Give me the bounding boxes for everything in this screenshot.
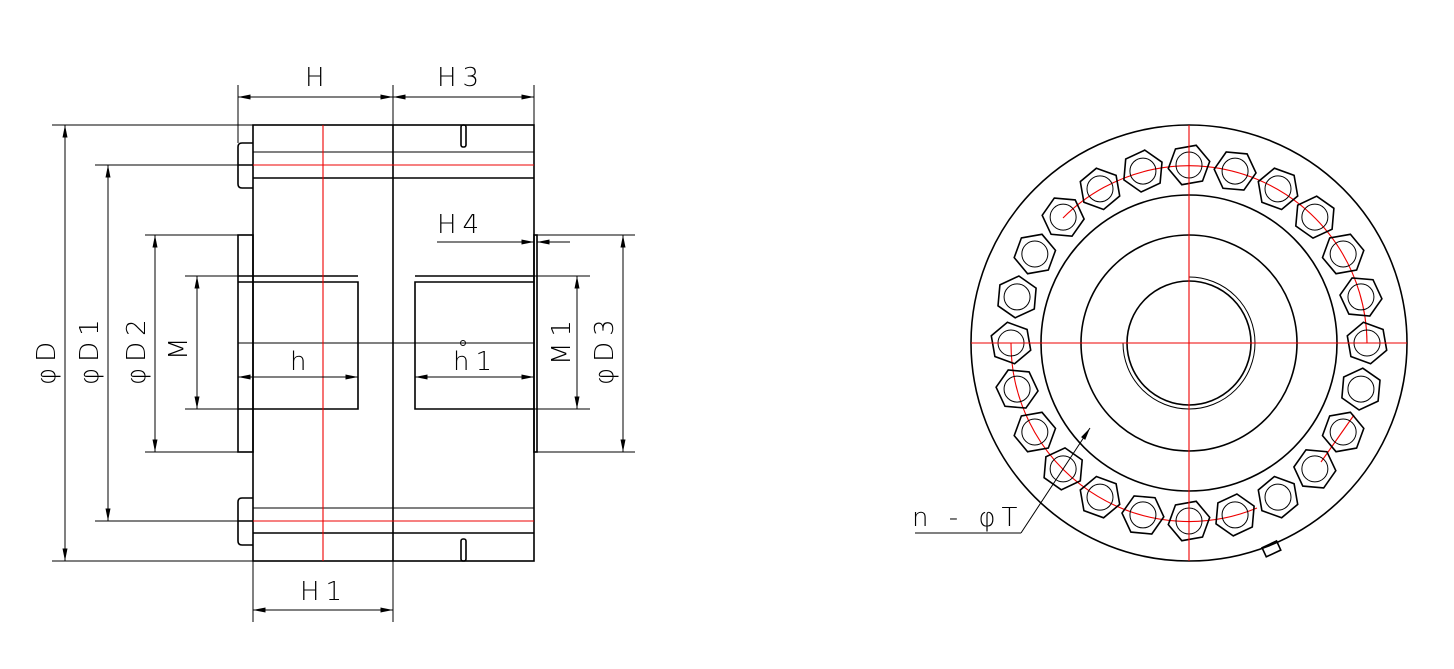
bolt-hex-nut [995, 369, 1039, 409]
hex-icon [1043, 446, 1084, 491]
bolt-hex-nut [1013, 411, 1057, 453]
bolt-hex-nut [1257, 167, 1299, 211]
hex-icon [1346, 321, 1388, 365]
hex-icon [1215, 493, 1255, 537]
bolt-head-top [237, 142, 253, 189]
hex-icon [1041, 197, 1086, 238]
hex-icon [1292, 448, 1337, 489]
bolt-hole [1021, 418, 1049, 446]
bolt-hole [1086, 175, 1114, 203]
hex-icon [1339, 277, 1383, 317]
hex-icon [995, 369, 1039, 409]
dim-h1: h1 [453, 347, 498, 377]
dim-M: M [164, 332, 194, 360]
dim-n-phiT: n - φT [912, 503, 1023, 533]
hex-icon [1167, 500, 1211, 542]
hex-icon [1167, 144, 1211, 186]
hex-icon [1079, 475, 1121, 519]
bolt-hole [1301, 203, 1329, 231]
pin-bottom [460, 538, 467, 562]
bolt-hole [1221, 157, 1249, 185]
dim-phiD1: φD1 [75, 313, 105, 385]
bolt-hex-nut [997, 275, 1037, 319]
pin-top [460, 124, 467, 148]
bolt-hole [1049, 455, 1077, 483]
bolt-hex-nut [1079, 167, 1121, 211]
bolt-hex-nut [1341, 367, 1381, 411]
bolt-hole [1264, 483, 1292, 511]
side-view: H H3 H4 H1 h h1 φD φD1 φD2 M M1 φD3 [32, 63, 635, 622]
hex-icon [1321, 411, 1365, 453]
pin [1260, 539, 1282, 558]
bolt-hole [1301, 455, 1329, 483]
bolt-hole [1347, 375, 1375, 403]
bolt-hole [1049, 203, 1077, 231]
pcd-arc-top [1062, 165, 1368, 344]
hex-icon [1123, 149, 1163, 193]
bolt-ring [990, 144, 1388, 542]
bolt-hex-nut [1339, 277, 1383, 317]
bolt-hole [1264, 175, 1292, 203]
bolt-hex-nut [1123, 149, 1163, 193]
bolt-hex-nut [1292, 448, 1337, 489]
bolt-hex-nut [1121, 495, 1165, 535]
bolt-hole [1129, 501, 1157, 529]
bolt-hole [1129, 157, 1157, 185]
bolt-hole [1003, 283, 1031, 311]
dim-H4: H4 [437, 210, 485, 240]
hex-icon [1079, 167, 1121, 211]
hex-icon [997, 275, 1037, 319]
bolt-hex-nut [1041, 197, 1086, 238]
bolt-head-bottom [237, 497, 253, 546]
bolt-hex-nut [1079, 475, 1121, 519]
bolt-hole [1329, 418, 1357, 446]
bolt-hex-nut [1321, 233, 1365, 275]
hex-icon [1013, 411, 1057, 453]
bolt-hole [1086, 483, 1114, 511]
pcd-arc-bottom [1010, 342, 1258, 523]
dim-phiD3: φD3 [590, 313, 620, 385]
hex-icon [1257, 475, 1299, 519]
bolt-hole [1021, 240, 1049, 268]
hex-icon [990, 321, 1032, 365]
bolt-hole [1347, 283, 1375, 311]
dim-phiD2: φD2 [122, 313, 152, 385]
bolt-hex-nut [1294, 195, 1335, 240]
hex-icon [1257, 167, 1299, 211]
bolt-hex-nut [1043, 446, 1084, 491]
front-view: n - φT [912, 124, 1408, 562]
hex-icon [1213, 151, 1257, 191]
bore-chamfer [1122, 276, 1256, 410]
bolt-hole [1003, 375, 1031, 403]
bolt-hex-nut [1213, 151, 1257, 191]
bolt-hex-nut [1257, 475, 1299, 519]
dim-H1: H1 [300, 577, 348, 607]
hex-icon [1121, 495, 1165, 535]
bolt-hole [1221, 501, 1249, 529]
bolt-hex-nut [1215, 493, 1255, 537]
right-hub [533, 234, 538, 453]
dim-phiD: φD [32, 336, 62, 385]
bolt-hex-nut [1013, 233, 1057, 275]
dim-M1: M1 [547, 314, 577, 365]
left-bore [238, 275, 359, 410]
dim-h: h [290, 347, 312, 377]
right-bore [414, 275, 534, 410]
hex-icon [1341, 367, 1381, 411]
dim-H: H [305, 63, 331, 93]
bolt-hex-nut [1321, 411, 1365, 453]
bolt-hole [1329, 240, 1357, 268]
hex-icon [1294, 195, 1335, 240]
hex-icon [1013, 233, 1057, 275]
dim-H3: H3 [437, 63, 485, 93]
hex-icon [1321, 233, 1365, 275]
